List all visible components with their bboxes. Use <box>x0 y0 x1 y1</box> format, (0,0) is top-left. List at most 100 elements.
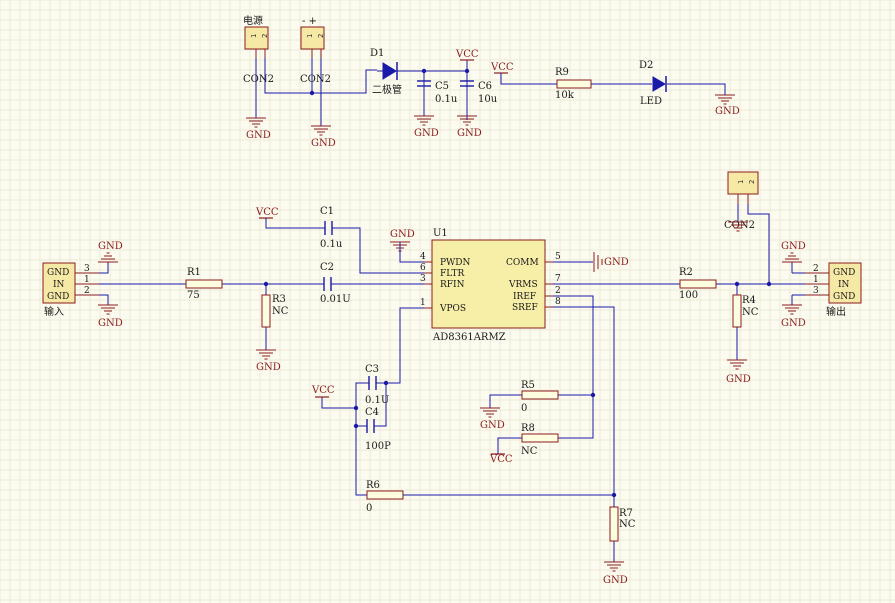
gnd-symbol: GND <box>781 241 806 263</box>
resistor-r5: R5 0 <box>521 380 559 414</box>
connector-ref: CON2 <box>243 74 274 85</box>
gnd-label: GND <box>781 241 806 252</box>
vcc-symbol: VCC <box>455 49 479 61</box>
ic-pin-name: VPOS <box>439 304 466 314</box>
pin-2: 2 <box>317 34 325 38</box>
gnd-label: GND <box>480 420 505 431</box>
diode-d1: D1 二极管 <box>370 48 402 96</box>
gnd-symbol: GND <box>726 359 751 385</box>
gnd-symbol <box>728 221 748 232</box>
gnd-symbol: GND <box>246 117 271 141</box>
gnd-label: GND <box>98 241 123 252</box>
gnd-symbol: GND <box>781 304 806 329</box>
resistor-r6: R6 0 <box>366 480 404 514</box>
ic-pin-number: 1 <box>420 298 426 308</box>
gnd-symbol: GND <box>311 125 336 149</box>
vcc-symbol: VCC <box>489 453 513 465</box>
resistor-value: NC <box>272 306 289 317</box>
resistor-value: 75 <box>187 290 200 301</box>
resistor-ref: R3 <box>272 294 286 305</box>
vcc-label: VCC <box>489 454 513 465</box>
gnd-label: GND <box>311 138 336 149</box>
gnd-label: GND <box>715 106 740 117</box>
pin-2: 2 <box>748 180 756 184</box>
ic-part-number: AD8361ARMZ <box>432 332 506 343</box>
vcc-label: VCC <box>490 62 514 73</box>
ic-pin-name: FLTR <box>440 269 464 279</box>
ic-pin-number: 4 <box>420 252 426 262</box>
cap-ref: C6 <box>478 81 492 92</box>
connector-row: IN <box>53 280 65 290</box>
resistor-ref: R6 <box>366 480 380 491</box>
gnd-symbol: GND <box>414 115 439 139</box>
connector-title-output: 输出 <box>826 305 846 318</box>
resistor-ref: R7 <box>619 508 633 519</box>
power-connector-1: 电源 1 2 CON2 <box>243 14 274 85</box>
resistor-ref: R4 <box>742 295 756 306</box>
ic-ref: U1 <box>433 228 448 239</box>
cap-value: 0.1u <box>435 94 458 105</box>
input-connector: GND IN GND 3 1 2 输入 <box>42 262 90 318</box>
diode-ref: D1 <box>370 48 384 59</box>
cap-ref: C3 <box>365 364 379 375</box>
ic-pin-name: IREF <box>513 292 536 302</box>
ic-pin-name: PWDN <box>440 258 471 268</box>
gnd-symbol-sideways: GND <box>593 252 629 272</box>
capacitor-c3: C3 0.1U <box>365 364 389 406</box>
connector-title-input: 输入 <box>44 305 64 318</box>
vcc-label: VCC <box>255 207 279 218</box>
capacitor-c6: C6 10u <box>460 80 498 105</box>
connector-ref: CON2 <box>300 74 331 85</box>
cap-value: 10u <box>478 94 498 105</box>
ic-pin-number: 3 <box>420 274 426 284</box>
resistor-r3: R3 NC <box>261 294 289 328</box>
gnd-label: GND <box>604 257 629 268</box>
capacitor-c5: C5 0.1u <box>417 80 458 105</box>
ic-pin-number: 8 <box>555 297 561 307</box>
resistor-value: 0 <box>521 403 527 414</box>
gnd-symbol: GND <box>256 349 281 373</box>
ic-pin-name: RFIN <box>440 280 465 290</box>
resistor-r4: R4 NC <box>732 294 759 328</box>
connector-title-polarity: - + <box>302 16 317 27</box>
gnd-label: GND <box>726 374 751 385</box>
gnd-symbol: GND <box>480 407 505 431</box>
pin-1: 1 <box>737 180 745 184</box>
diode-value: 二极管 <box>372 83 402 96</box>
diode-ref: D2 <box>639 60 653 71</box>
pin-number: 2 <box>84 286 90 296</box>
cap-value: 0.01U <box>320 294 351 305</box>
gnd-label: GND <box>246 130 271 141</box>
vcc-symbol: VCC <box>311 385 335 398</box>
ic-pin-number: 2 <box>555 286 561 296</box>
resistor-r8: R8 NC <box>521 423 559 457</box>
resistor-ref: R8 <box>521 423 535 434</box>
resistor-value: NC <box>742 307 759 318</box>
output-connector: GND IN GND 2 1 3 输出 <box>813 262 862 318</box>
ic-pin-name: VRMS <box>508 280 538 290</box>
cap-value: 100P <box>365 441 391 452</box>
pin-2: 2 <box>261 34 269 38</box>
gnd-label: GND <box>414 128 439 139</box>
resistor-ref: R1 <box>187 267 201 278</box>
gnd-symbol: GND <box>715 94 740 117</box>
cap-ref: C4 <box>365 407 379 418</box>
vcc-label: VCC <box>455 49 479 60</box>
capacitor-c2: C2 0.01U <box>320 262 351 305</box>
ic-pin-name: SREF <box>512 303 538 313</box>
pin-1: 1 <box>306 34 314 38</box>
gnd-symbol: GND <box>98 241 123 263</box>
vcc-symbol: VCC <box>490 62 514 74</box>
gnd-label: GND <box>603 575 628 586</box>
gnd-symbol: GND <box>603 561 628 586</box>
cap-ref: C2 <box>320 262 334 273</box>
resistor-value: 0 <box>366 503 372 514</box>
power-connector-2: - + 1 2 CON2 <box>300 16 331 85</box>
ic-pin-number: 5 <box>555 252 561 262</box>
ic-pin-number: 7 <box>555 274 561 284</box>
connector-row: GND <box>833 268 855 278</box>
cap-value: 0.1U <box>365 395 389 406</box>
pin-number: 1 <box>84 275 90 285</box>
connector-title-power: 电源 <box>243 14 263 27</box>
